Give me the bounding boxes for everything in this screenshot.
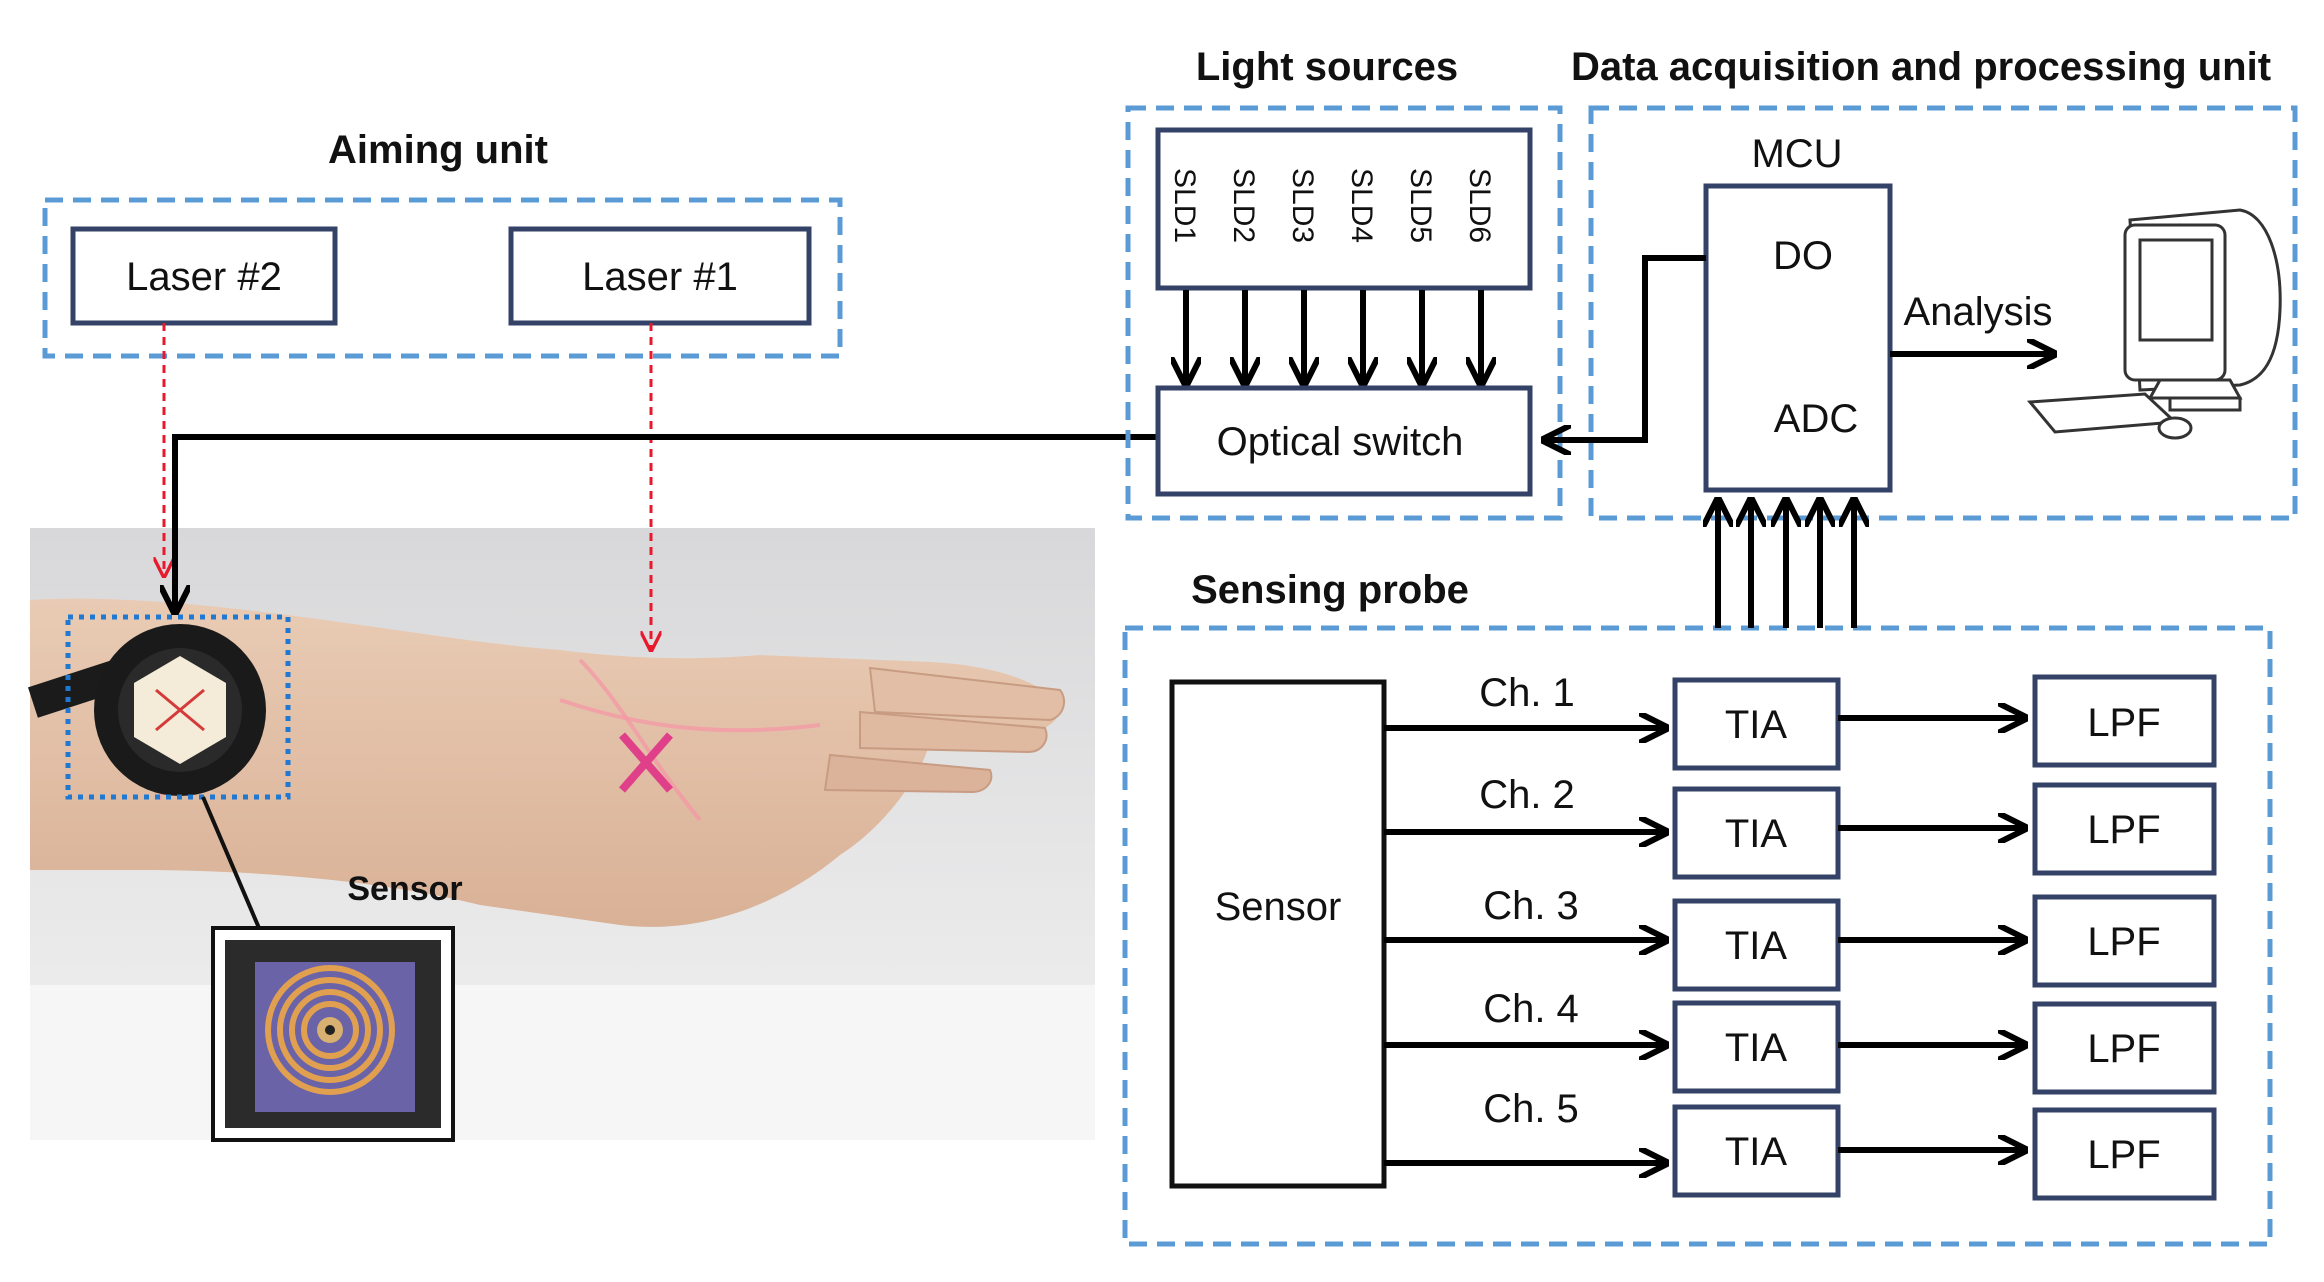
sld-arrows <box>1186 290 1481 384</box>
sld-array-box <box>1155 127 1533 291</box>
fiber-to-probe <box>175 434 1160 612</box>
sensing-probe-title: Sensing probe <box>1191 568 1469 612</box>
lpf-3-box <box>2032 894 2217 988</box>
probe-device <box>27 624 266 796</box>
lpf-5-box <box>2032 1107 2217 1201</box>
mcu-do-label: DO <box>1773 234 1833 278</box>
tia-5-label: TIA <box>1725 1130 1788 1174</box>
laser1-label: Laser #1 <box>582 255 738 299</box>
sld5-label: SLD5 <box>1404 168 1437 243</box>
tia-5-box <box>1672 1104 1841 1198</box>
lpf-1-label: LPF <box>2087 701 2160 745</box>
tia-4-label: TIA <box>1725 1026 1788 1070</box>
computer-icon <box>2026 208 2282 440</box>
lpf-5-label: LPF <box>2087 1133 2160 1177</box>
sensor-photo <box>211 926 455 1142</box>
sensor-block-label: Sensor <box>1215 885 1342 929</box>
lpf-4-label: LPF <box>2087 1027 2160 1071</box>
sld-labels: SLD1 SLD2 SLD3 SLD4 SLD5 SLD6 <box>1168 168 1496 243</box>
mcu-title: MCU <box>1751 132 1842 176</box>
sld4-label: SLD4 <box>1345 168 1378 243</box>
optical-switch-box <box>1155 385 1533 497</box>
channel-1: Ch. 1 TIA LPF <box>1384 671 2217 771</box>
tia-2-box <box>1672 786 1841 880</box>
laser1-box <box>508 226 812 326</box>
channel-5: Ch. 5 TIA LPF <box>1384 1087 2217 1201</box>
wrist-photo <box>27 528 1095 1140</box>
channel-4-label: Ch. 4 <box>1483 987 1579 1031</box>
channel-2-label: Ch. 2 <box>1479 773 1575 817</box>
probe-highlight <box>65 614 291 800</box>
sensor-block <box>1169 679 1387 1189</box>
analysis-label: Analysis <box>1904 290 2053 334</box>
sensing-probe-group <box>1122 625 2273 1247</box>
sensor-callout-line <box>201 796 264 936</box>
channel-3: Ch. 3 TIA LPF <box>1384 884 2217 992</box>
lpf-2-label: LPF <box>2087 808 2160 852</box>
optical-switch-label: Optical switch <box>1217 420 1464 464</box>
do-to-switch-wire <box>1544 255 1706 440</box>
sensor-photo-title: Sensor <box>347 870 462 908</box>
laser2-label: Laser #2 <box>126 255 282 299</box>
channel-3-label: Ch. 3 <box>1483 884 1579 928</box>
tia-1-label: TIA <box>1725 703 1788 747</box>
channel-4: Ch. 4 TIA LPF <box>1384 987 2217 1095</box>
lpf-2-box <box>2032 782 2217 876</box>
lpf-3-label: LPF <box>2087 920 2160 964</box>
tia-4-box <box>1672 1000 1841 1094</box>
aiming-unit-group <box>42 197 843 359</box>
laser2-box <box>70 226 338 326</box>
channel-1-label: Ch. 1 <box>1479 671 1575 715</box>
lpf-4-box <box>2032 1001 2217 1095</box>
laser-cross-mark <box>618 732 674 793</box>
sld6-label: SLD6 <box>1463 168 1496 243</box>
channel-5-label: Ch. 5 <box>1483 1087 1579 1131</box>
mcu-adc-label: ADC <box>1774 397 1858 441</box>
channel-2: Ch. 2 TIA LPF <box>1384 773 2217 880</box>
sld3-label: SLD3 <box>1286 168 1319 243</box>
tia-1-box <box>1672 677 1841 771</box>
mcu-box <box>1703 183 1893 493</box>
daq-unit-group <box>1588 105 2298 521</box>
tia-3-label: TIA <box>1725 924 1788 968</box>
adc-bus-arrows <box>1718 500 1854 628</box>
lpf-1-box <box>2032 674 2217 768</box>
daq-unit-title: Data acquisition and processing unit <box>1571 45 2271 89</box>
sld1-label: SLD1 <box>1168 168 1201 243</box>
tia-2-label: TIA <box>1725 812 1788 856</box>
sld2-label: SLD2 <box>1227 168 1260 243</box>
tia-3-box <box>1672 898 1841 992</box>
aiming-unit-title: Aiming unit <box>328 128 548 172</box>
light-sources-title: Light sources <box>1196 45 1458 89</box>
